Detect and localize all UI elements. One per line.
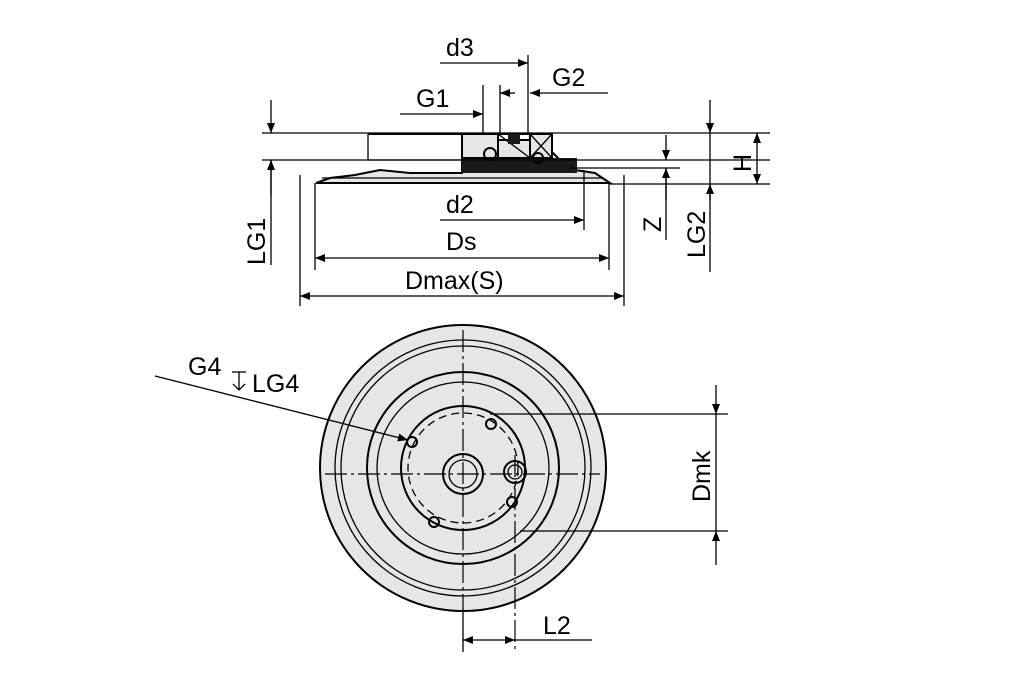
hole-1 [485, 418, 497, 430]
dim-dmax: Dmax(S) [405, 267, 504, 295]
dim-h: H [729, 154, 757, 172]
oring-right [532, 152, 544, 164]
dim-l2: L2 [543, 612, 571, 640]
dim-g4: G4 [188, 353, 221, 381]
depth-symbol-icon [232, 371, 246, 391]
dim-z: Z [639, 217, 667, 232]
hole-4 [428, 516, 440, 528]
hole-2 [406, 436, 418, 448]
dim-g2: G2 [552, 64, 585, 92]
insert-section [462, 158, 577, 173]
hole-3 [506, 496, 518, 508]
dim-lg2: LG2 [683, 211, 711, 258]
dim-ds: Ds [446, 228, 477, 256]
top-view: G4 LG4 Dmk L2 [154, 324, 728, 652]
dim-dmk: Dmk [688, 450, 716, 502]
dim-d2: d2 [446, 191, 474, 219]
dim-lg4: LG4 [252, 370, 299, 398]
dim-lg1: LG1 [243, 218, 271, 265]
side-view: d3 G2 G1 LG1 Z LG2 H d2 Ds Dm [243, 34, 770, 306]
dim-g1: G1 [416, 85, 449, 113]
dim-d3: d3 [446, 34, 474, 62]
